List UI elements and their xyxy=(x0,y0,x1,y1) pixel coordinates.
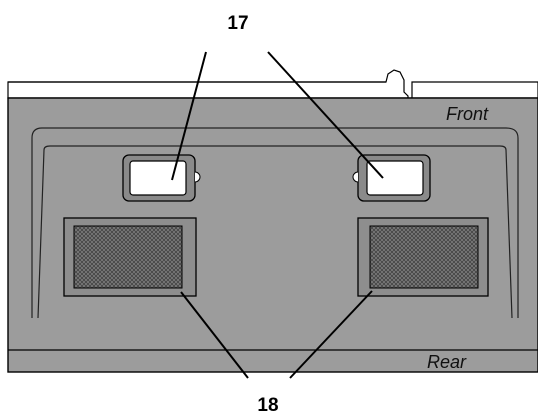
rear-label: Rear xyxy=(427,352,467,372)
front-label: Front xyxy=(446,104,489,124)
callout-18-label: 18 xyxy=(257,395,278,414)
callout-17-leaders xyxy=(171,51,384,181)
top-strip xyxy=(7,69,538,99)
window-left xyxy=(122,154,201,202)
inner-recess-outline xyxy=(31,127,519,319)
grille-left xyxy=(63,217,197,297)
callout-17-label: 17 xyxy=(227,13,248,34)
grille-right xyxy=(357,217,489,297)
window-right xyxy=(352,154,431,202)
callout-18-leaders xyxy=(180,290,373,379)
